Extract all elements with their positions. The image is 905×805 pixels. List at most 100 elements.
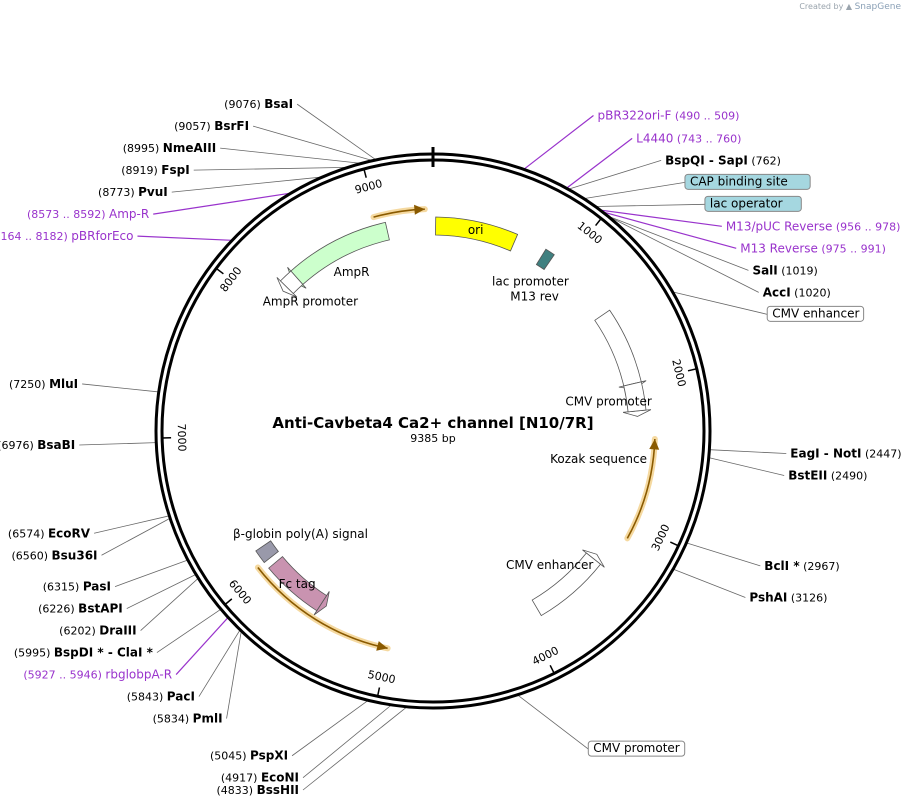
- label-pbr322ori-f-position: (490 .. 509): [671, 109, 739, 122]
- watermark-prefix: Created by: [799, 2, 844, 11]
- label-draiii-name: DraIII: [99, 624, 136, 638]
- label-bsu36i-name: Bsu36I: [52, 548, 98, 562]
- feature-ampr: [290, 221, 390, 286]
- leader-pshai: [672, 568, 746, 598]
- plasmid-size: 9385 bp: [410, 432, 455, 445]
- label-pasi-name: PasI: [83, 580, 111, 594]
- label-pasi: (6315) PasI: [43, 580, 111, 594]
- leader-bspqi-sapi: [568, 159, 662, 190]
- inner-label-kozak-sequence: Kozak sequence: [550, 452, 647, 466]
- tick-mark-6000: [224, 598, 233, 606]
- leader-econi: [302, 704, 392, 779]
- label-pshai-position: (3126): [787, 592, 827, 605]
- label-pvui-name: PvuI: [138, 185, 168, 199]
- label-acci-name: AccI: [763, 285, 791, 299]
- label-cmv-enhancer-box: [766, 305, 865, 322]
- label-bspqi-sapi-name: BspQI - SapI: [665, 153, 748, 167]
- leader-pasi: [114, 559, 189, 587]
- label-bspdi-clai: (5995) BspDI * - ClaI *: [14, 646, 154, 660]
- label-bcli-position: (2967): [800, 560, 840, 573]
- leader-bstapi: [126, 574, 197, 609]
- leader-pbrforeco: [137, 235, 233, 241]
- label-bsshii-name: BssHII: [257, 783, 299, 797]
- feature-label-ori: ori: [468, 223, 484, 237]
- label-nmeaiii-name: NmeAIII: [163, 141, 216, 155]
- leader-ecorv: [93, 515, 170, 534]
- feature-ori: [435, 216, 519, 252]
- label-nmeaiii-position: (8995): [123, 142, 163, 155]
- feature-label-fc-tag: Fc tag: [279, 577, 316, 591]
- leader-lines: [79, 103, 787, 791]
- leader-lac-operator: [595, 203, 705, 207]
- label-pmli: (5834) PmlI: [153, 712, 223, 726]
- label-bsrfi: (9057) BsrFI: [174, 119, 249, 133]
- label-pbrforeco: (8164 .. 8182) pBRforEco: [0, 229, 133, 243]
- orf-arrowhead-1: [649, 438, 660, 450]
- label-draiii-position: (6202): [59, 625, 99, 638]
- label-ecorv-position: (6574): [8, 527, 48, 540]
- label-pvui: (8773) PvuI: [98, 185, 168, 199]
- feature-label-lac-promoter: lac promoter: [492, 275, 569, 289]
- label-bsabi-name: BsaBI: [37, 438, 75, 452]
- label-mlui-position: (7250): [9, 378, 49, 391]
- label-pshai-name: PshAI: [749, 591, 787, 605]
- label-rbglobpa-r-name: rbglobpA-R: [105, 668, 172, 682]
- label-m13-reverse: M13 Reverse (975 .. 991): [740, 241, 886, 255]
- label-bcli: BclI * (2967): [764, 559, 839, 573]
- label-ecorv-name: EcoRV: [48, 526, 91, 540]
- leader-bsshii: [302, 706, 408, 791]
- label-paci-name: PacI: [167, 690, 195, 704]
- leader-m13-reverse: [602, 211, 737, 249]
- leader-bcli: [686, 542, 761, 567]
- plasmid-name: Anti-Cavbeta4 Ca2+ channel [N10/7R]: [272, 414, 593, 432]
- label-econi-name: EcoNI: [261, 771, 299, 785]
- orf-arcs: [254, 204, 660, 652]
- label-bsu36i: (6560) Bsu36I: [11, 548, 97, 562]
- tick-mark-4000: [549, 665, 555, 674]
- label-econi: (4917) EcoNI: [221, 771, 299, 785]
- label-m13-puc-reverse-name: M13/pUC Reverse: [726, 219, 833, 233]
- leader-bsai: [296, 103, 377, 161]
- label-bsai: (9076) BsaI: [224, 97, 293, 111]
- label-acci-position: (1020): [791, 286, 831, 299]
- leader-pspxi: [291, 699, 369, 757]
- label-cmv-promoter: CMV promoter: [593, 741, 680, 755]
- label-cap-binding-site-box: [684, 173, 811, 190]
- label-lac-operator: lac operator: [710, 196, 783, 210]
- feature-cmv-enhancer-2: [531, 552, 602, 617]
- label-pbrforeco-position: (8164 .. 8182): [0, 230, 71, 243]
- label-amp-r: (8573 .. 8592) Amp-R: [27, 207, 149, 221]
- feature-cmv-enhancer-1: [594, 309, 642, 387]
- leader-bsu36i: [101, 517, 171, 556]
- inner-label-m13-rev: M13 rev: [510, 290, 559, 304]
- tick-mark-8000: [215, 267, 224, 275]
- label-bsabi-position: (6976): [0, 439, 37, 452]
- leader-cmv-promoter: [517, 694, 589, 750]
- label-pbrforeco-name: pBRforEco: [71, 229, 133, 243]
- tick-label-4000: 4000: [530, 644, 561, 668]
- label-paci: (5843) PacI: [127, 690, 195, 704]
- feature-fc-tag: [268, 556, 328, 612]
- label-cmv-promoter-box: [587, 740, 686, 757]
- tick-label-6000: 6000: [226, 577, 254, 607]
- label-cmv-enhancer: CMV enhancer: [772, 306, 859, 320]
- leader-pbr322ori-f: [523, 114, 594, 170]
- label-bstapi-name: BstAPI: [78, 602, 123, 616]
- label-eagi-noti-position: (2447): [861, 448, 901, 461]
- label-sali: SalI (1019): [752, 263, 817, 277]
- label-pasi-position: (6315): [43, 581, 83, 594]
- label-bsai-position: (9076): [224, 98, 264, 111]
- label-rbglobpa-r-position: (5927 .. 5946): [23, 669, 105, 682]
- orf-arrowhead-0: [414, 204, 425, 215]
- leader-cap-binding-site: [583, 181, 686, 200]
- watermark-brand: SnapGene: [854, 2, 901, 12]
- label-pbr322ori-f-name: pBR322ori-F: [597, 108, 671, 122]
- feature-label-cmv-enhancer-2: CMV enhancer: [506, 558, 593, 572]
- label-nmeaiii: (8995) NmeAIII: [123, 141, 216, 155]
- feature-cmv-promoter: [623, 381, 647, 413]
- leader-paci: [198, 629, 241, 697]
- label-pspxi: (5045) PspXI: [210, 749, 288, 763]
- tick-mark-3000: [669, 541, 679, 547]
